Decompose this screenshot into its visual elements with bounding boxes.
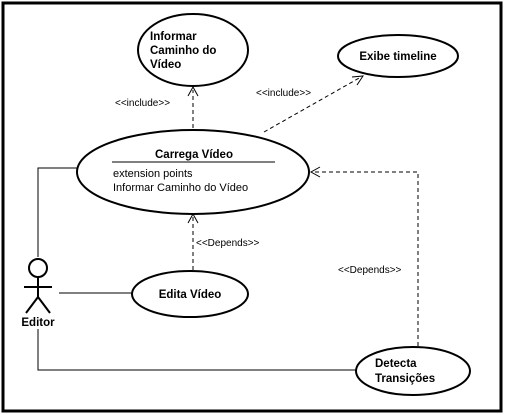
actor-head [28, 258, 48, 278]
stereotype-include-exibe: <<include>> [256, 88, 311, 99]
include-arrowhead-exibe [351, 75, 364, 86]
actor-name: Editor [21, 317, 55, 329]
informar-label-line-1: Informar [150, 31, 197, 43]
detecta-label-line-2: Transições [375, 373, 435, 385]
edita-label: Edita Vídeo [159, 289, 222, 301]
carrega-title: Carrega Vídeo [155, 149, 233, 161]
carrega-extension-heading: extension points [113, 168, 193, 180]
stereotype-depends-edita: <<Depends>> [196, 238, 260, 249]
actor-right-leg [37, 296, 51, 314]
association-editor-detecta [37, 329, 356, 371]
stereotype-depends-detecta: <<Depends>> [338, 265, 402, 276]
detecta-label-line-1: Detecta [375, 358, 417, 370]
depends-arrowhead-detecta [309, 166, 321, 178]
use-case-detecta-transicoes[interactable] [355, 346, 471, 396]
use-case-edita-video[interactable] [131, 270, 249, 318]
stereotype-include-informar: <<include>> [115, 98, 170, 109]
exibe-label: Exibe timeline [359, 51, 436, 63]
actor-left-leg [25, 296, 39, 314]
include-arrow-exibe [263, 76, 362, 133]
include-arrowhead-informar [187, 85, 199, 97]
informar-label-line-3: Vídeo [150, 59, 181, 71]
depends-arrow-detecta [313, 171, 419, 346]
actor-editor[interactable] [24, 258, 52, 314]
informar-label-line-2: Caminho do [150, 45, 216, 57]
association-editor-carrega [37, 167, 77, 257]
depends-arrowhead-edita [187, 212, 199, 224]
carrega-extension-point: Informar Caminho do Vídeo [113, 182, 248, 194]
use-case-carrega-video[interactable] [76, 129, 310, 215]
use-case-exibe-timeline[interactable] [337, 34, 459, 78]
